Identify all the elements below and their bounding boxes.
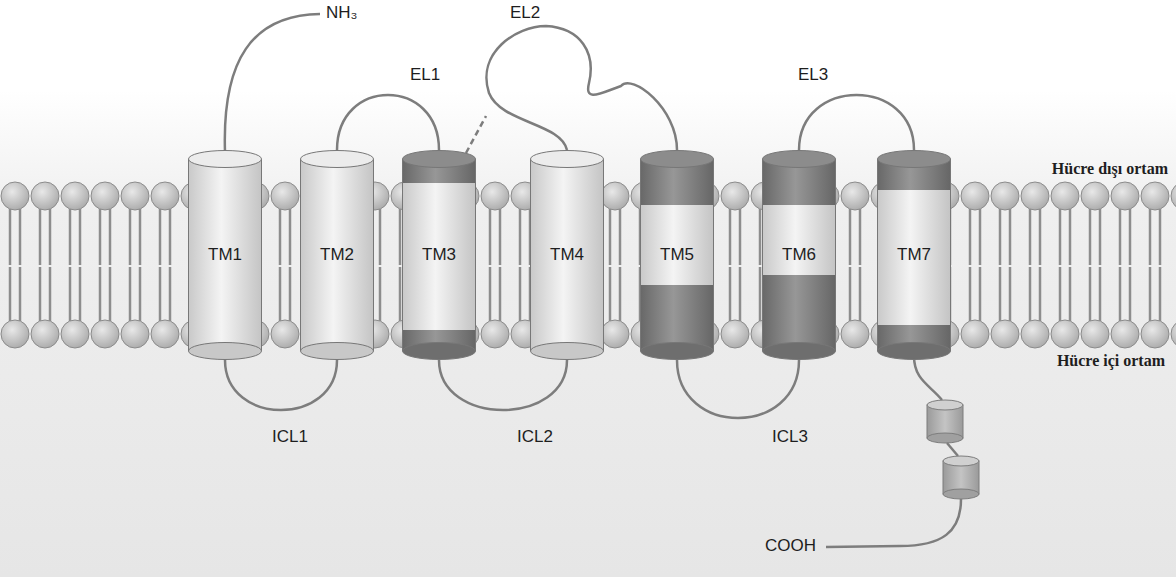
loop-connector — [799, 95, 914, 150]
helix-label: TM6 — [762, 245, 836, 265]
loop-label: EL1 — [410, 65, 440, 85]
loop-label: EL2 — [510, 3, 540, 23]
region-label: Hücre içi ortam — [1057, 351, 1165, 371]
loop-connector — [337, 95, 439, 150]
helix-label: TM3 — [402, 245, 476, 265]
terminus-label: NH₃ — [326, 3, 357, 23]
terminus-label: COOH — [765, 536, 816, 556]
loop-label: ICL2 — [517, 427, 553, 447]
loop-connector — [225, 360, 337, 410]
helix-label: TM2 — [300, 245, 374, 265]
transmembrane-helix: TM6 — [762, 150, 836, 360]
loop-connector — [677, 360, 799, 418]
loop-label: ICL3 — [772, 427, 808, 447]
helix-label: TM1 — [188, 245, 262, 265]
helix-label: TM4 — [530, 245, 604, 265]
region-label: Hücre dışı ortam — [1052, 159, 1168, 179]
helix-label: TM7 — [877, 245, 951, 265]
loop-connector — [486, 26, 677, 150]
transmembrane-helix: TM3 — [402, 150, 476, 360]
loop-connector — [439, 360, 567, 410]
transmembrane-helix: TM7 — [877, 150, 951, 360]
helix-label: TM5 — [640, 245, 714, 265]
loop-label: ICL1 — [272, 427, 308, 447]
transmembrane-helix: TM1 — [188, 150, 262, 360]
loop-label: EL3 — [798, 65, 828, 85]
transmembrane-helix: TM5 — [640, 150, 714, 360]
transmembrane-helix: TM2 — [300, 150, 374, 360]
transmembrane-helix: TM4 — [530, 150, 604, 360]
